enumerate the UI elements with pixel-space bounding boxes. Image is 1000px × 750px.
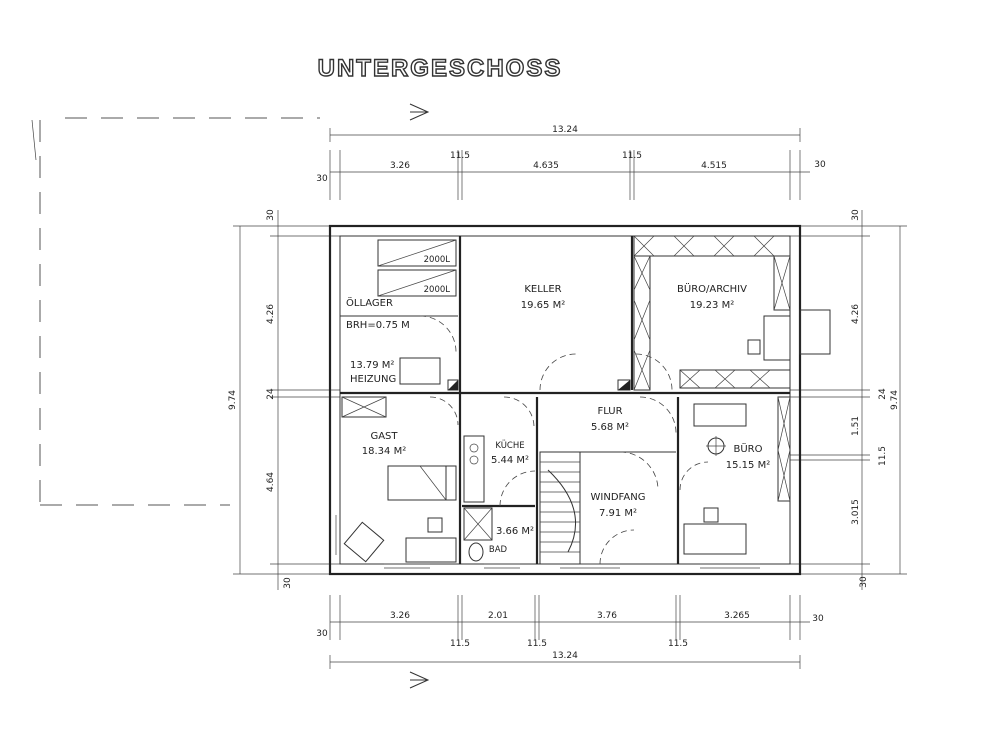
label-kueche-area: 5.44 M²	[491, 455, 529, 466]
dim-top-edge-right: 30	[814, 160, 826, 170]
label-kueche: KÜCHE	[495, 440, 524, 451]
shelving-archiv	[633, 235, 791, 391]
dim-bottom-seg-3: 3.76	[597, 611, 617, 621]
staircase	[539, 451, 581, 565]
dim-bottom-total: 13.24	[552, 651, 578, 661]
label-heizung-area: 13.79 M²	[350, 360, 394, 371]
heating-unit	[399, 357, 631, 391]
tank-1-label: 2000L	[424, 255, 451, 265]
shelving-buero	[777, 396, 791, 502]
label-flur-area: 5.68 M²	[591, 422, 629, 433]
dim-bottom-wall-3: 11.5	[668, 639, 688, 649]
plan-title: UNTERGESCHOSS	[318, 55, 563, 82]
buero-furniture	[683, 403, 747, 555]
section-marker-bottom: A	[0, 0, 430, 689]
label-heizung-note: BRH=0.75 M	[346, 320, 410, 331]
dim-right-seg-1: 30	[851, 209, 861, 221]
dim-bottom-wall-2: 11.5	[527, 639, 547, 649]
dimension-right: 9.74 30 4.26 24 1.51 11.5 3.015 30	[790, 209, 907, 590]
label-buero-archiv: BÜRO/ARCHIV	[677, 282, 747, 295]
shelving-gast	[341, 396, 387, 418]
dim-left-seg-1: 30	[266, 209, 276, 221]
section-marker-top: A	[0, 0, 430, 121]
label-heizung: HEIZUNG	[350, 374, 396, 385]
tank-2-label: 2000L	[424, 285, 451, 295]
dim-left-seg-2: 4.26	[266, 304, 276, 324]
dim-right-total: 9.74	[890, 390, 900, 410]
dim-left-seg-3: 24	[266, 388, 276, 400]
dim-right-seg-4: 1.51	[851, 416, 861, 436]
dim-top-seg-4: 11.5	[622, 151, 642, 161]
kueche-fixtures	[463, 435, 485, 503]
dim-top-seg-1: 3.26	[390, 161, 410, 171]
label-gast: GAST	[370, 431, 398, 442]
dim-right-seg-7: 30	[859, 576, 869, 588]
bad-fixtures	[463, 507, 493, 562]
interior-walls	[340, 236, 790, 564]
dim-left-seg-5: 30	[283, 577, 293, 589]
label-windfang-area: 7.91 M²	[599, 508, 637, 519]
dim-bottom-seg-2: 2.01	[488, 611, 508, 621]
dim-right-seg-3: 24	[878, 388, 888, 400]
oil-tanks: 2000L 2000L	[377, 239, 457, 297]
dim-top-seg-3: 4.635	[533, 161, 559, 171]
dim-top-edge-left: 30	[316, 174, 328, 184]
dim-bottom-edge-left: 30	[316, 629, 328, 639]
label-buero: BÜRO	[734, 442, 763, 455]
dim-right-seg-5: 11.5	[878, 446, 888, 466]
dim-right-seg-2: 4.26	[851, 304, 861, 324]
label-buero-archiv-area: 19.23 M²	[690, 300, 734, 311]
windows	[335, 309, 831, 569]
section-marker-top-label: A	[0, 0, 1, 1]
section-marker-bottom-label: A	[0, 0, 1, 1]
dimension-top: 13.24 30 3.26 11.5 4.635 11.5 4.515 30	[316, 125, 826, 200]
dim-top-seg-5: 4.515	[701, 161, 727, 171]
label-flur: FLUR	[597, 406, 622, 417]
label-buero-area: 15.15 M²	[726, 460, 770, 471]
label-windfang: WINDFANG	[591, 492, 646, 503]
label-keller: KELLER	[524, 284, 561, 295]
dim-top-total: 13.24	[552, 125, 578, 135]
label-gast-area: 18.34 M²	[362, 446, 406, 457]
doors	[419, 315, 709, 565]
dim-bottom-seg-4: 3.265	[724, 611, 750, 621]
label-bad-area: 3.66 M²	[496, 526, 534, 537]
adjacent-dashed-outline	[31, 117, 320, 506]
dim-left-seg-4: 4.64	[266, 472, 276, 492]
dim-bottom-wall-1: 11.5	[450, 639, 470, 649]
dim-left-total: 9.74	[228, 390, 238, 410]
dimension-bottom: 30 3.26 2.01 3.76 3.265 30 11.5 11.5 11.…	[316, 595, 824, 669]
label-oellager: ÖLLAGER	[346, 296, 393, 309]
dim-bottom-edge-right: 30	[812, 614, 824, 624]
gast-furniture	[343, 465, 457, 563]
dim-right-seg-6: 3.015	[851, 499, 861, 525]
dimension-left: 9.74 30 4.26 24 4.64 30	[228, 209, 340, 590]
archiv-furniture	[747, 315, 791, 361]
dim-top-seg-2: 11.5	[450, 151, 470, 161]
label-bad: BAD	[489, 545, 508, 555]
dim-bottom-seg-1: 3.26	[390, 611, 410, 621]
label-keller-area: 19.65 M²	[521, 300, 565, 311]
